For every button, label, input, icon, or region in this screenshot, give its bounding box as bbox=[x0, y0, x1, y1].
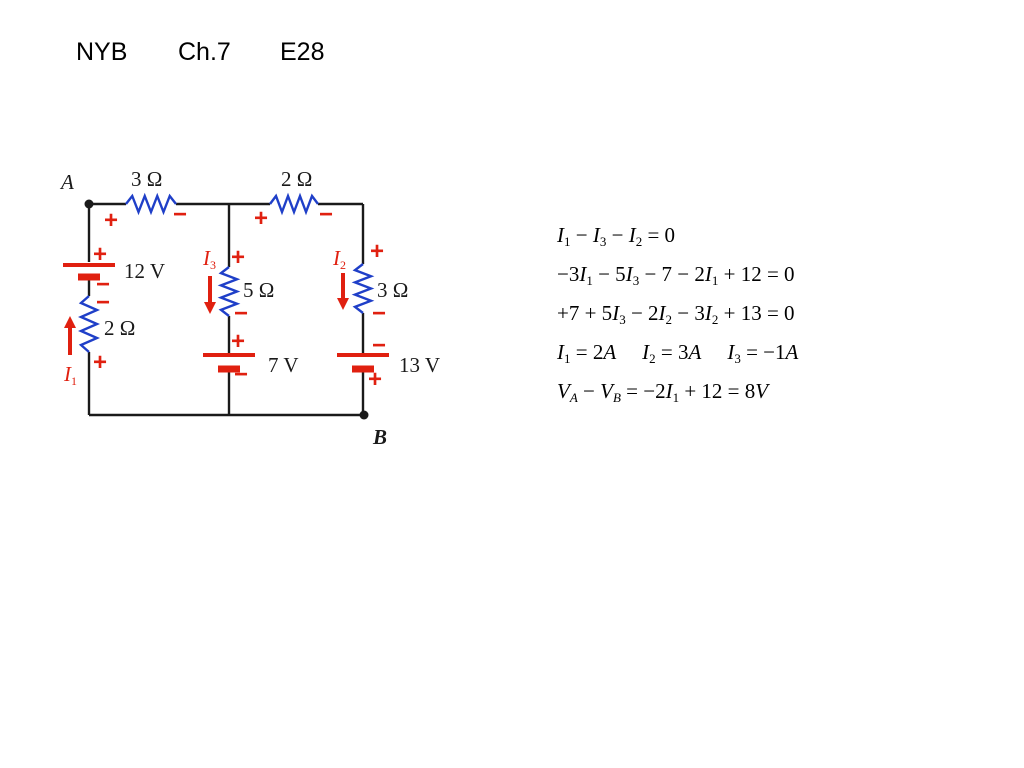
equation-loop-left: −3I1 − 5I3 − 7 − 2I1 + 12 = 0 bbox=[557, 262, 795, 288]
header-exercise: E28 bbox=[280, 38, 325, 66]
resistor-left-label: 2 Ω bbox=[104, 316, 135, 340]
sign-plus: + bbox=[370, 238, 384, 265]
sign-minus: − bbox=[173, 201, 187, 228]
current-i3-label: I3 bbox=[202, 246, 216, 272]
emf-right-label: 13 V bbox=[399, 353, 440, 377]
node-a-dot bbox=[84, 199, 94, 209]
node-b-label: B bbox=[372, 425, 387, 449]
sign-plus: + bbox=[93, 241, 107, 268]
sign-plus: + bbox=[254, 205, 268, 232]
header-course: NYB bbox=[76, 38, 128, 66]
current-i2-label: I2 bbox=[332, 246, 346, 272]
resistor-left bbox=[78, 295, 100, 353]
sign-minus: − bbox=[234, 361, 248, 388]
sign-plus: + bbox=[231, 244, 245, 271]
emf-left-label: 12 V bbox=[124, 259, 165, 283]
current-i1-label: I1 bbox=[63, 362, 77, 388]
resistor-right bbox=[351, 263, 375, 314]
sign-plus: + bbox=[93, 349, 107, 376]
resistor-top-left-label: 3 Ω bbox=[131, 167, 162, 191]
resistor-top-right-label: 2 Ω bbox=[281, 167, 312, 191]
sign-minus: − bbox=[372, 300, 386, 327]
emf-middle-label: 7 V bbox=[268, 353, 299, 377]
current-i2-arrow-head bbox=[337, 298, 349, 310]
equations-block: I1 − I3 − I2 = 0 −3I1 − 5I3 − 7 − 2I1 + … bbox=[557, 216, 798, 411]
sign-minus: − bbox=[319, 201, 333, 228]
resistor-middle-label: 5 Ω bbox=[243, 278, 274, 302]
sign-minus: − bbox=[372, 332, 386, 359]
sign-minus: − bbox=[96, 289, 110, 316]
sign-plus: + bbox=[231, 328, 245, 355]
sign-plus: + bbox=[104, 207, 118, 234]
equation-junction: I1 − I3 − I2 = 0 bbox=[557, 223, 676, 249]
node-a-label: A bbox=[59, 170, 74, 194]
resistor-right-label: 3 Ω bbox=[377, 278, 408, 302]
sign-plus: + bbox=[368, 366, 382, 393]
current-i3-arrow-head bbox=[204, 302, 216, 314]
sign-minus: − bbox=[96, 271, 110, 298]
resistor-middle bbox=[217, 266, 241, 317]
node-b-dot bbox=[359, 410, 369, 420]
resistor-top-right bbox=[269, 192, 319, 216]
circuit-batteries bbox=[63, 263, 389, 373]
resistor-top-left bbox=[125, 192, 177, 216]
header-chapter: Ch.7 bbox=[178, 38, 231, 66]
equation-potential-difference: VA − VB = −2I1 + 12 = 8V bbox=[557, 379, 769, 405]
current-arrows bbox=[64, 273, 349, 355]
current-i1-arrow-head bbox=[64, 316, 76, 328]
sign-minus: − bbox=[234, 300, 248, 327]
circuit-wires bbox=[87, 202, 365, 417]
circuit-resistors bbox=[78, 192, 375, 353]
equation-loop-right: +7 + 5I3 − 2I2 − 3I2 + 13 = 0 bbox=[557, 301, 795, 327]
